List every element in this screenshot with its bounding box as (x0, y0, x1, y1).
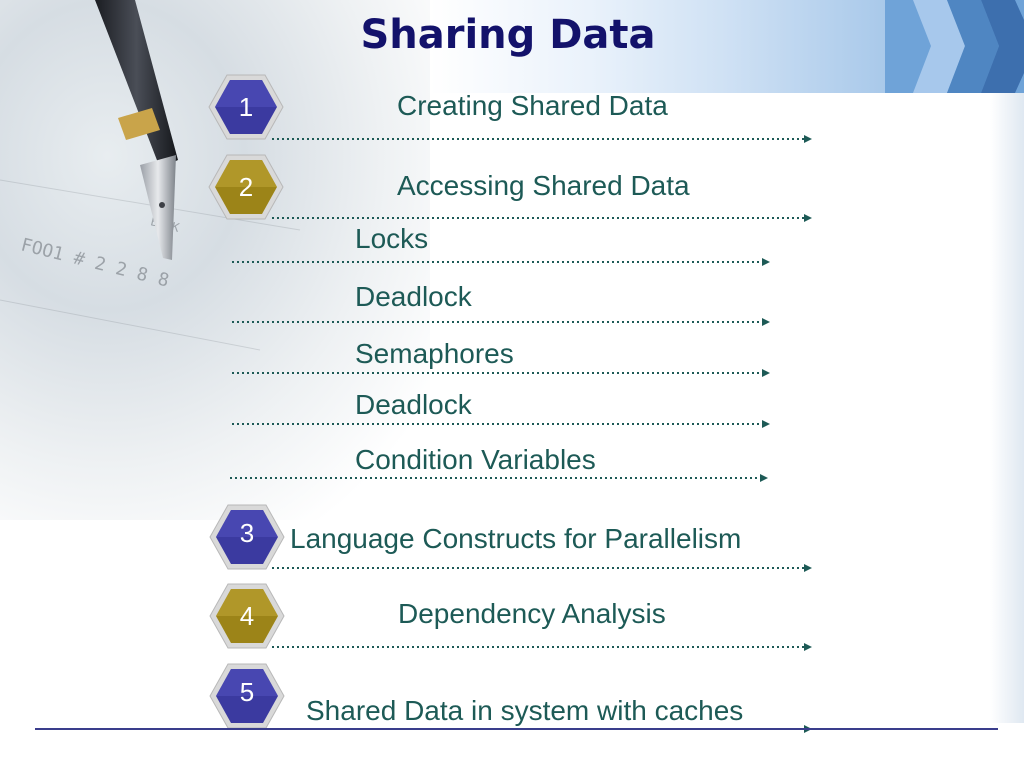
item-4-dotted-line (272, 642, 812, 652)
footer-rule (35, 728, 998, 730)
subitem-dotted-line (232, 419, 772, 429)
item-number: 1 (238, 92, 254, 122)
subitem-deadlock: Deadlock (355, 389, 472, 420)
item-number: 3 (239, 518, 255, 548)
subitem-dotted-line (232, 317, 772, 327)
hexagon-badge-icon (208, 74, 284, 140)
item-3-dotted-line (272, 563, 812, 573)
subitem-dotted-line (230, 473, 770, 483)
item-1-label: Creating Shared Data (397, 90, 668, 121)
item-1-dotted-line (272, 134, 812, 144)
hexagon-badge-icon (209, 504, 285, 570)
item-1-badge: 1 (208, 74, 284, 140)
item-2-badge: 2 (208, 154, 284, 220)
slide-title: Sharing Data (360, 12, 656, 58)
fountain-pen-photo: FOO1 # 2 2 8 8 BANK (0, 0, 301, 351)
hexagon-badge-icon (208, 154, 284, 220)
subitem-locks: Locks (355, 223, 429, 254)
background-photo (0, 0, 430, 520)
item-5-badge: 5 (209, 663, 285, 729)
item-number: 5 (239, 677, 255, 707)
item-2-dotted-line (272, 213, 812, 223)
item-4-label: Dependency Analysis (398, 598, 666, 629)
item-3-label: Language Constructs for Parallelism (290, 523, 742, 554)
hexagon-badge-icon (209, 583, 285, 649)
subitem-dotted-line (232, 368, 772, 378)
subitem-condition-variables: Condition Variables (355, 444, 596, 475)
item-5-label: Shared Data in system with caches (306, 695, 744, 726)
chevron-decoration-icon (885, 0, 1024, 93)
item-3-badge: 3 (209, 504, 285, 570)
subitem-semaphores: Semaphores (355, 338, 514, 369)
subitem-dotted-line (232, 257, 772, 267)
svg-text:FOO1 # 2 2 8 8: FOO1 # 2 2 8 8 (19, 234, 171, 291)
right-accent-strip (990, 93, 1024, 723)
item-4-badge: 4 (209, 583, 285, 649)
item-2-label: Accessing Shared Data (397, 170, 690, 201)
subitem-deadlock: Deadlock (355, 281, 472, 312)
header-band (430, 0, 885, 93)
item-number: 4 (239, 601, 255, 631)
item-number: 2 (238, 172, 254, 202)
